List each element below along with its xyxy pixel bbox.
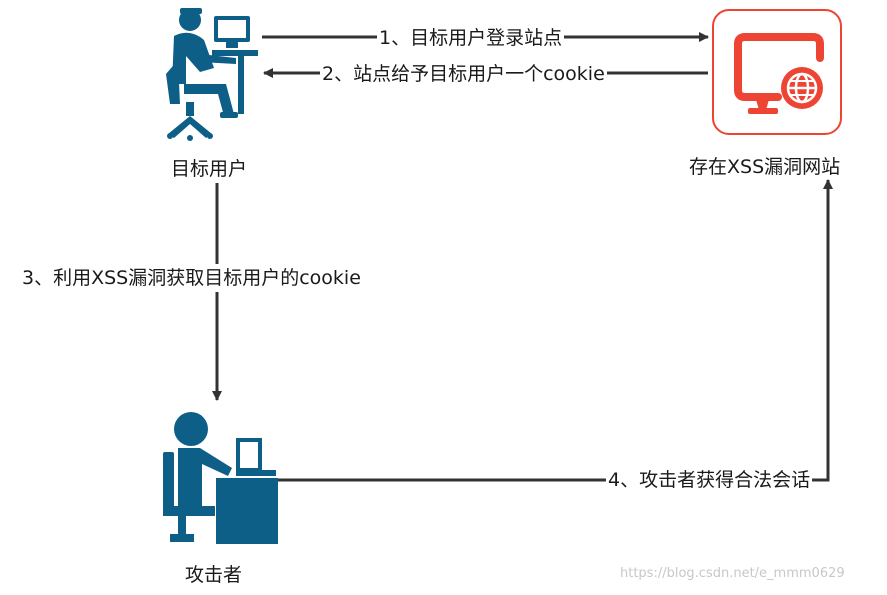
watermark: https://blog.csdn.net/e_mmm0629 xyxy=(620,566,845,581)
website-caption: 存在XSS漏洞网站 xyxy=(689,156,841,178)
edge-1-label: 1、目标用户登录站点 xyxy=(377,26,565,50)
edge-4-label: 4、攻击者获得合法会话 xyxy=(606,468,813,492)
edge-4-line xyxy=(278,179,833,482)
user-computer-icon xyxy=(166,8,258,141)
user-caption: 目标用户 xyxy=(171,158,248,180)
edge-3-label: 3、利用XSS漏洞获取目标用户的cookie xyxy=(20,264,363,292)
attacker-caption: 攻击者 xyxy=(185,564,243,586)
website-icon xyxy=(712,9,842,135)
edge-2-label: 2、站点给予目标用户一个cookie xyxy=(320,62,607,86)
attacker-icon xyxy=(163,412,278,544)
